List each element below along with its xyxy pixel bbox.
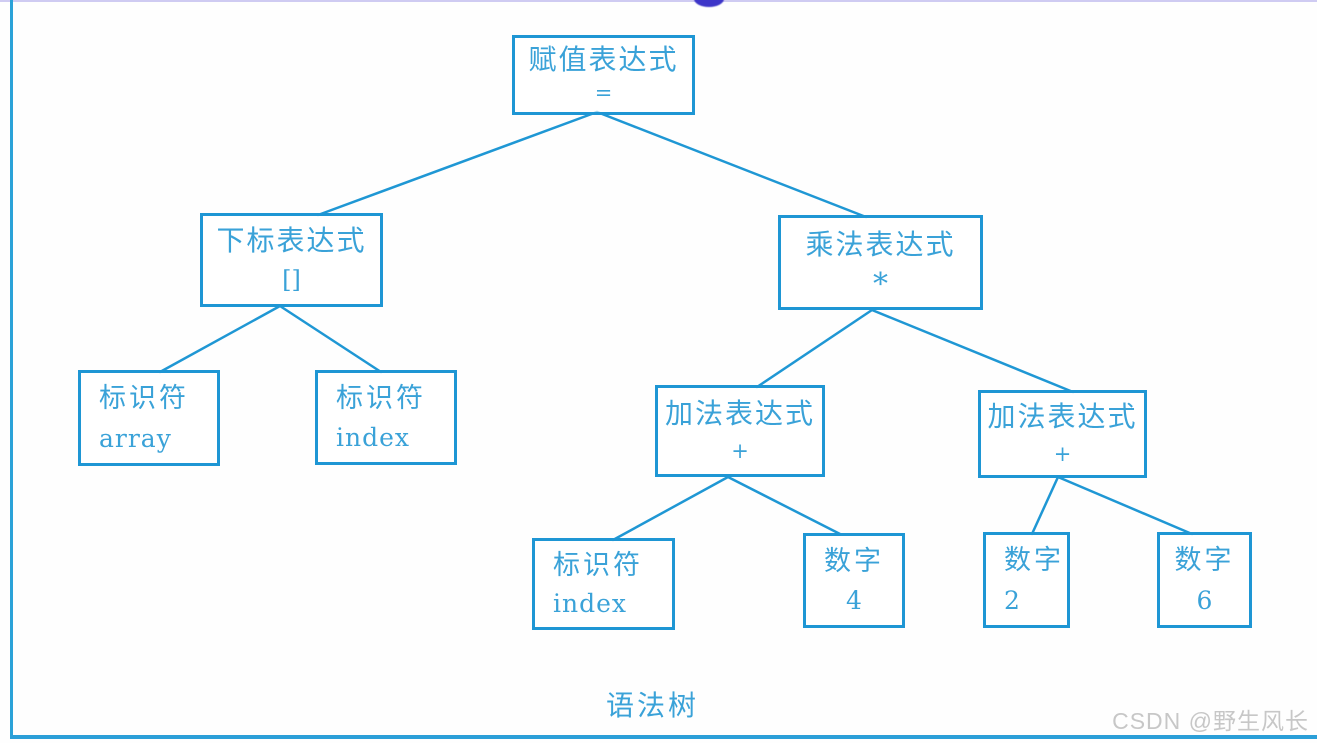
- node-number-4: 数字 4: [803, 533, 905, 628]
- node-identifier-index: 标识符 index: [315, 370, 457, 465]
- node-value: 6: [1196, 585, 1213, 615]
- node-title: 数字: [1174, 544, 1235, 576]
- node-number-6: 数字 6: [1157, 532, 1252, 628]
- node-title: 数字: [1004, 544, 1064, 576]
- video-progress-track: [0, 0, 1317, 2]
- node-title: 加法表达式: [664, 396, 815, 430]
- node-subscript-expression: 下标表达式 []: [200, 213, 383, 307]
- node-identifier-array: 标识符 array: [78, 370, 220, 466]
- edge-add-right-to-number-2: [1030, 475, 1060, 536]
- edge-subscript-to-index: [278, 304, 383, 374]
- diagram-frame-left-border: [10, 0, 13, 739]
- node-title: 乘法表达式: [805, 228, 956, 262]
- node-title: 赋值表达式: [528, 42, 679, 76]
- node-value: index: [336, 422, 410, 452]
- csdn-watermark: CSDN @野生风长: [1112, 708, 1309, 734]
- node-identifier-index-2: 标识符 index: [532, 538, 675, 630]
- node-title: 标识符: [336, 382, 426, 414]
- node-title: 加法表达式: [987, 400, 1138, 434]
- edge-subscript-to-array: [158, 304, 282, 374]
- node-add-expression-left: 加法表达式 +: [655, 385, 825, 477]
- node-operator: *: [873, 266, 888, 302]
- node-title: 标识符: [553, 549, 643, 581]
- node-value: 2: [1004, 585, 1020, 615]
- node-value: 4: [846, 585, 862, 615]
- node-number-2: 数字 2: [983, 532, 1070, 628]
- video-scrubber-dot: [694, 0, 724, 7]
- edge-add-left-to-index: [611, 475, 730, 542]
- node-title: 下标表达式: [216, 224, 367, 258]
- node-title: 标识符: [99, 382, 189, 414]
- node-assign-expression: 赋值表达式 =: [512, 35, 695, 115]
- node-title: 数字: [824, 545, 884, 577]
- edge-assign-to-subscript: [316, 110, 599, 217]
- edge-multiply-to-add-left: [755, 308, 874, 389]
- diagram-caption: 语法树: [606, 689, 700, 722]
- edge-add-left-to-number-4: [726, 475, 842, 536]
- node-operator: +: [731, 439, 749, 464]
- node-value: index: [553, 588, 627, 618]
- edge-multiply-to-add-right: [870, 308, 1075, 394]
- diagram-frame-bottom-border: [10, 735, 1317, 739]
- node-value: array: [99, 423, 172, 453]
- node-operator: []: [282, 266, 301, 295]
- edge-assign-to-multiply: [595, 110, 868, 219]
- node-add-expression-right: 加法表达式 +: [978, 390, 1147, 478]
- node-multiply-expression: 乘法表达式 *: [778, 215, 983, 310]
- node-operator: =: [594, 81, 613, 106]
- edge-add-right-to-number-6: [1056, 475, 1194, 536]
- node-operator: +: [1053, 441, 1072, 466]
